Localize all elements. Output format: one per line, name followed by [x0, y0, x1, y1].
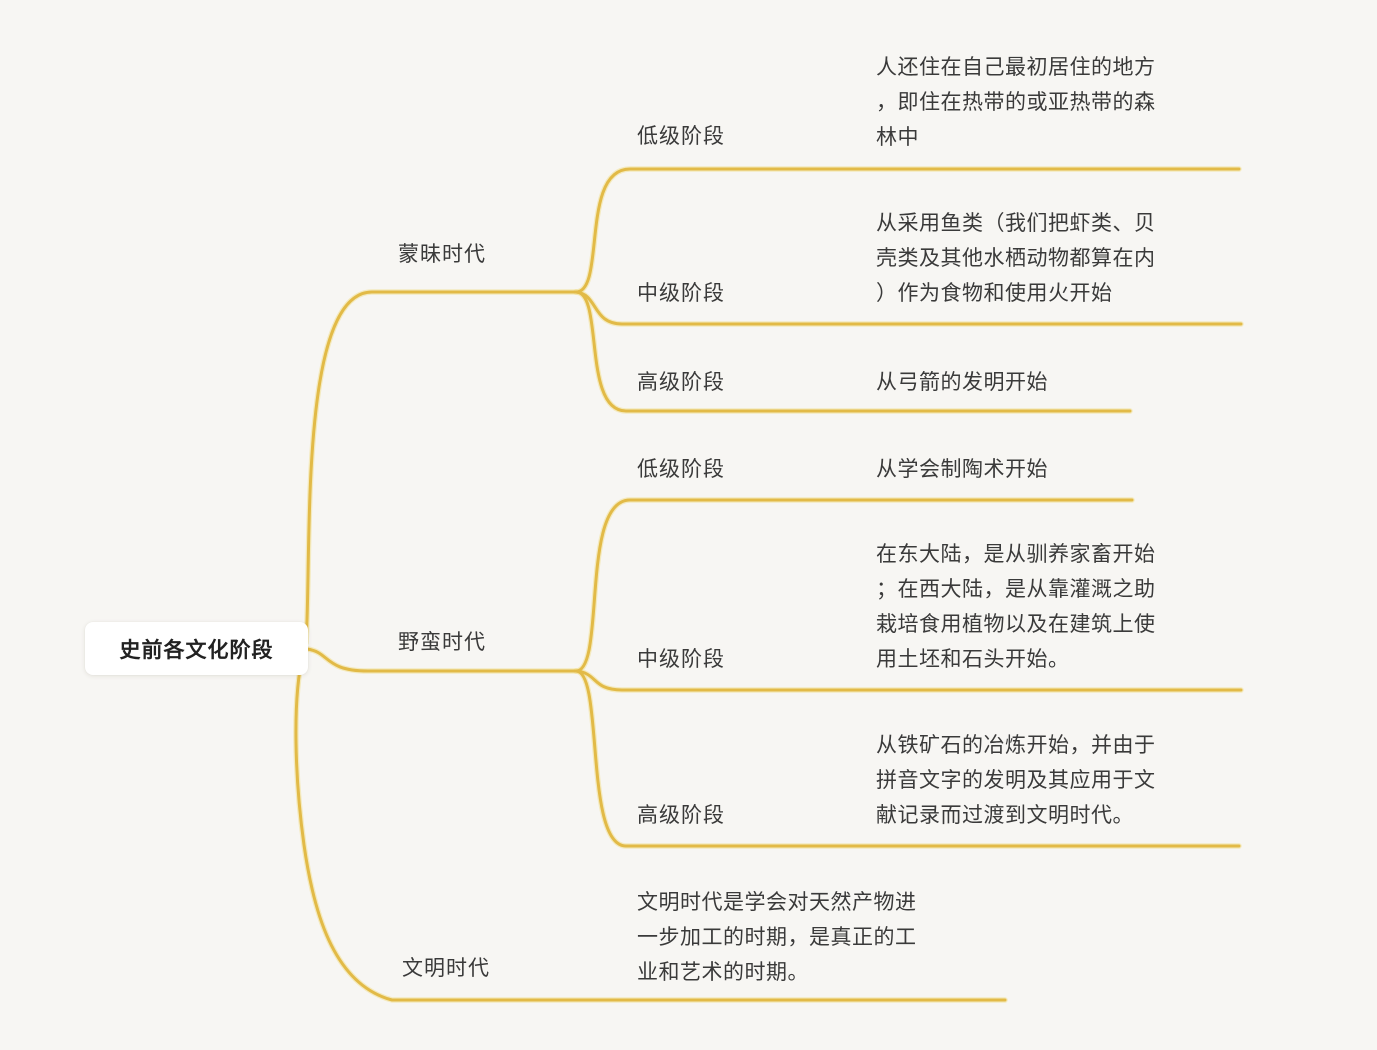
- branch-node-savagery-era[interactable]: 蒙昧时代: [398, 243, 486, 266]
- desc-node-barbarism-upper[interactable]: 从铁矿石的冶炼开始，并由于 拼音文字的发明及其应用于文 献记录而过渡到文明时代。: [876, 734, 1156, 827]
- desc-node-savagery-upper[interactable]: 从弓箭的发明开始: [876, 371, 1048, 394]
- desc-node-barbarism-middle[interactable]: 在东大陆，是从驯养家畜开始 ；在西大陆，是从靠灌溉之助 栽培食用植物以及在建筑上…: [876, 543, 1156, 671]
- stage-node-savagery-middle[interactable]: 中级阶段: [637, 282, 725, 305]
- desc-node-savagery-lower[interactable]: 人还住在自己最初居住的地方 ，即住在热带的或亚热带的森 林中: [876, 56, 1156, 149]
- root-node[interactable]: 史前各文化阶段: [85, 622, 308, 675]
- branch-node-barbarism-era[interactable]: 野蛮时代: [398, 631, 486, 654]
- desc-node-barbarism-lower[interactable]: 从学会制陶术开始: [876, 458, 1048, 481]
- desc-node-civilization[interactable]: 文明时代是学会对天然产物进 一步加工的时期，是真正的工 业和艺术的时期。: [637, 891, 917, 984]
- branch-node-civilization-era[interactable]: 文明时代: [402, 957, 490, 980]
- stage-node-barbarism-lower[interactable]: 低级阶段: [637, 458, 725, 481]
- stage-node-savagery-upper[interactable]: 高级阶段: [637, 371, 725, 394]
- root-node-label: 史前各文化阶段: [119, 638, 274, 662]
- stage-node-savagery-lower[interactable]: 低级阶段: [637, 125, 725, 148]
- stage-node-barbarism-middle[interactable]: 中级阶段: [637, 648, 725, 671]
- desc-node-savagery-middle[interactable]: 从采用鱼类（我们把虾类、贝 壳类及其他水栖动物都算在内 ）作为食物和使用火开始: [876, 212, 1156, 305]
- stage-node-barbarism-upper[interactable]: 高级阶段: [637, 804, 725, 827]
